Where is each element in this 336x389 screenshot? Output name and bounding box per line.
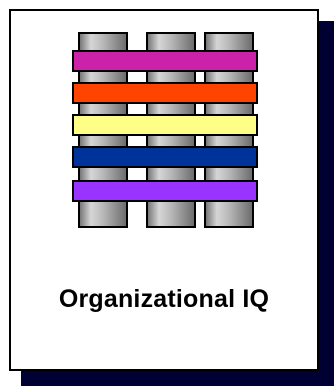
card-title: Organizational IQ [58, 285, 270, 313]
weave-row [72, 82, 258, 104]
weave-row [72, 50, 258, 72]
title-card: Organizational IQ [9, 9, 319, 371]
weave-row [72, 146, 258, 168]
woven-stripes-icon [72, 32, 258, 228]
weave-row [72, 114, 258, 136]
weave-row [72, 180, 258, 202]
